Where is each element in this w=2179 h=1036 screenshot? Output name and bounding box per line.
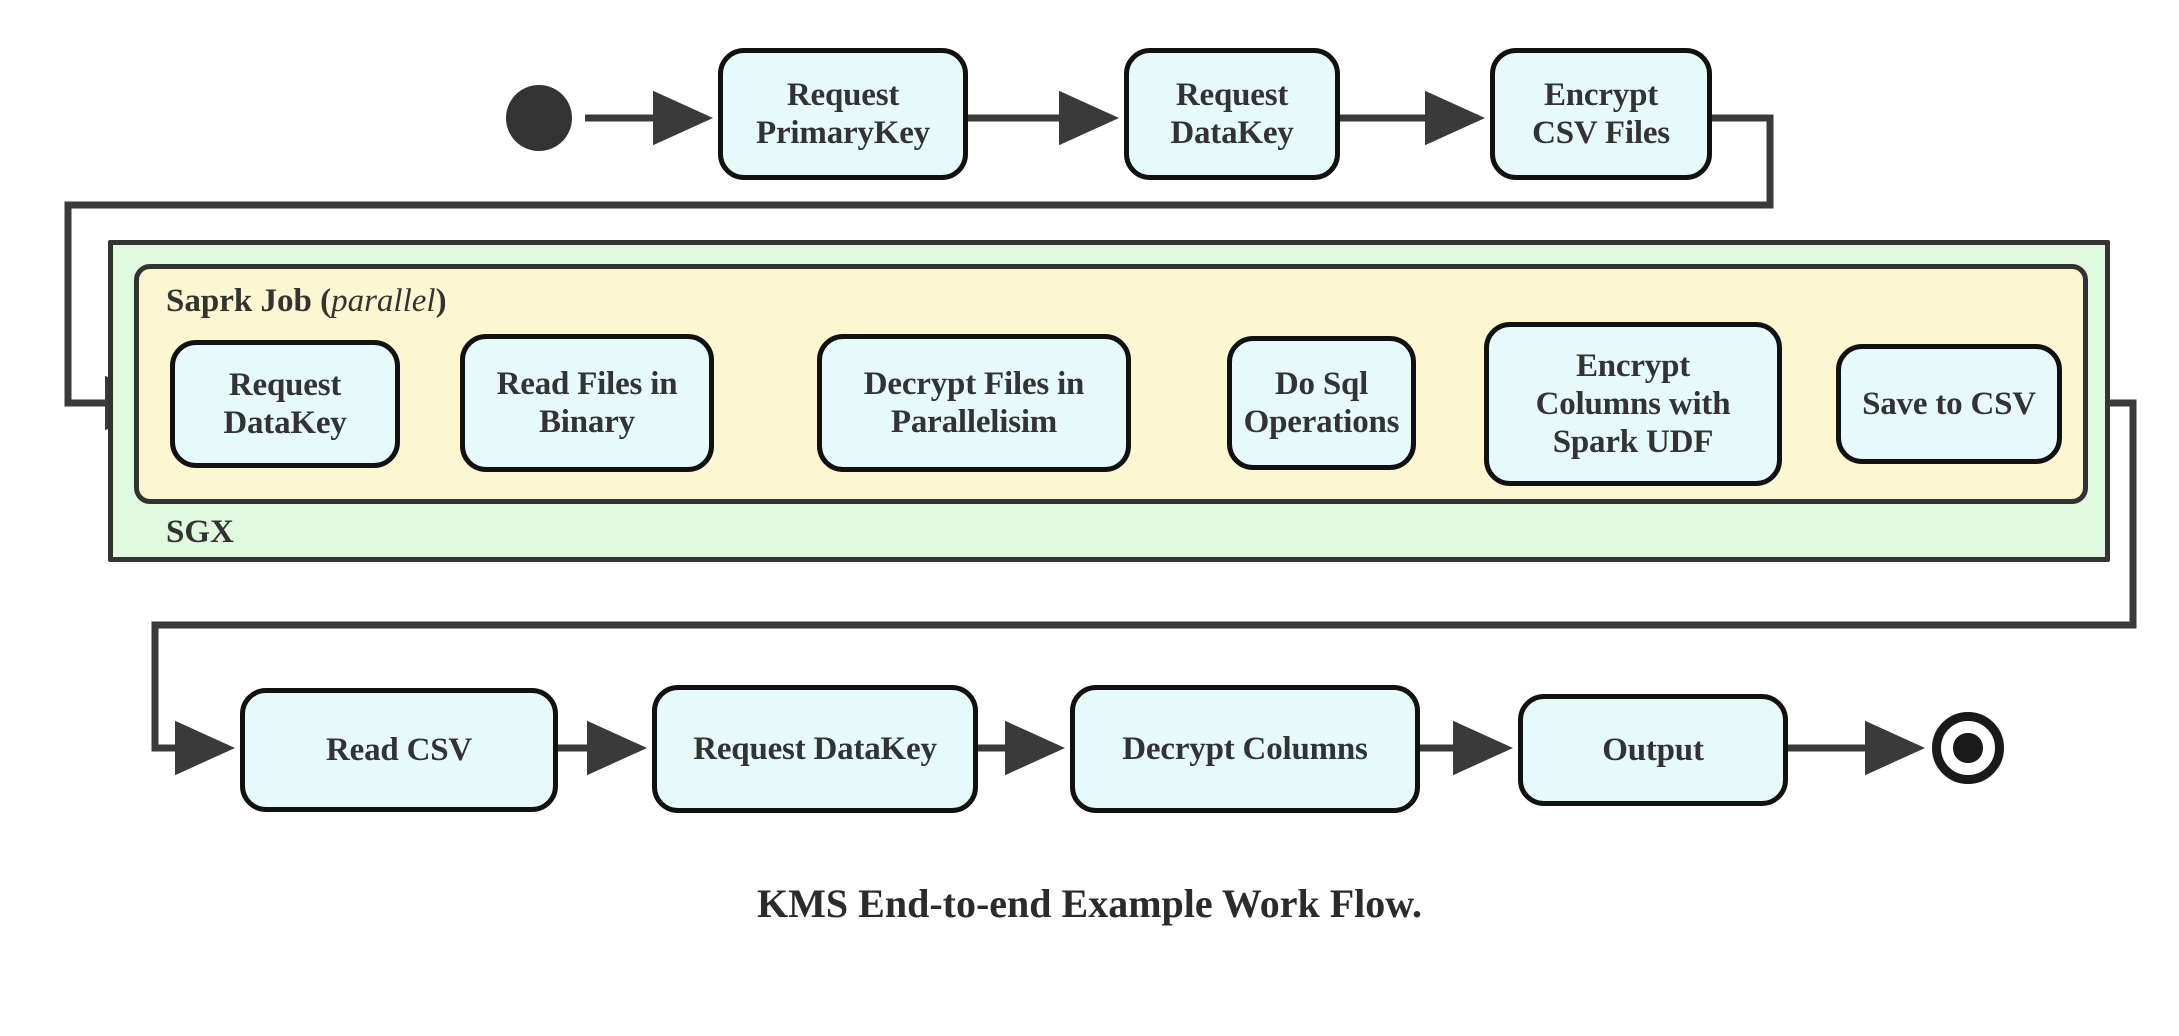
node-request-datakey-spark-label: Request DataKey bbox=[223, 366, 347, 441]
node-do-sql-operations-label: Do Sql Operations bbox=[1243, 365, 1400, 440]
node-decrypt-files-in-parallelisim-label: Decrypt Files in Parallelisim bbox=[863, 365, 1085, 440]
node-save-to-csv-label: Save to CSV bbox=[1862, 385, 2036, 422]
node-decrypt-columns-label: Decrypt Columns bbox=[1122, 730, 1368, 767]
end-node bbox=[1932, 712, 2004, 784]
node-output-label: Output bbox=[1602, 731, 1704, 768]
node-decrypt-files-in-parallelisim[interactable]: Decrypt Files in Parallelisim bbox=[817, 334, 1131, 472]
sgx-label: SGX bbox=[166, 514, 234, 550]
spark-job-label-paren-close: ) bbox=[435, 283, 447, 319]
node-encrypt-columns-with-spark-udf-label: Encrypt Columns with Spark UDF bbox=[1535, 347, 1731, 461]
node-encrypt-csv-files-label: Encrypt CSV Files bbox=[1532, 76, 1670, 151]
spark-job-label-parallel: parallel bbox=[331, 283, 436, 319]
node-request-datakey-spark[interactable]: Request DataKey bbox=[170, 340, 400, 468]
node-encrypt-columns-with-spark-udf[interactable]: Encrypt Columns with Spark UDF bbox=[1484, 322, 1782, 486]
end-node-core bbox=[1953, 733, 1983, 763]
node-decrypt-columns[interactable]: Decrypt Columns bbox=[1070, 685, 1420, 813]
node-request-primarykey-label: Request PrimaryKey bbox=[756, 76, 930, 151]
node-do-sql-operations[interactable]: Do Sql Operations bbox=[1227, 336, 1416, 470]
node-encrypt-csv-files[interactable]: Encrypt CSV Files bbox=[1490, 48, 1712, 180]
spark-job-label-paren-open: ( bbox=[311, 283, 332, 319]
node-read-csv-label: Read CSV bbox=[326, 731, 472, 768]
node-request-datakey-bottom[interactable]: Request DataKey bbox=[652, 685, 978, 813]
spark-job-label: Saprk Job (parallel) bbox=[166, 283, 447, 320]
figure-caption: KMS End-to-end Example Work Flow. bbox=[757, 881, 1422, 926]
node-read-files-in-binary-label: Read Files in Binary bbox=[496, 365, 678, 440]
node-read-files-in-binary[interactable]: Read Files in Binary bbox=[460, 334, 714, 472]
spark-job-label-text: Saprk Job bbox=[166, 283, 312, 319]
node-request-datakey-bottom-label: Request DataKey bbox=[693, 730, 937, 767]
node-request-datakey-top[interactable]: Request DataKey bbox=[1124, 48, 1340, 180]
node-read-csv[interactable]: Read CSV bbox=[240, 688, 558, 812]
node-request-datakey-top-label: Request DataKey bbox=[1170, 76, 1294, 151]
node-save-to-csv[interactable]: Save to CSV bbox=[1836, 344, 2062, 464]
node-output[interactable]: Output bbox=[1518, 694, 1788, 806]
node-request-primarykey[interactable]: Request PrimaryKey bbox=[718, 48, 968, 180]
start-node bbox=[506, 85, 572, 151]
